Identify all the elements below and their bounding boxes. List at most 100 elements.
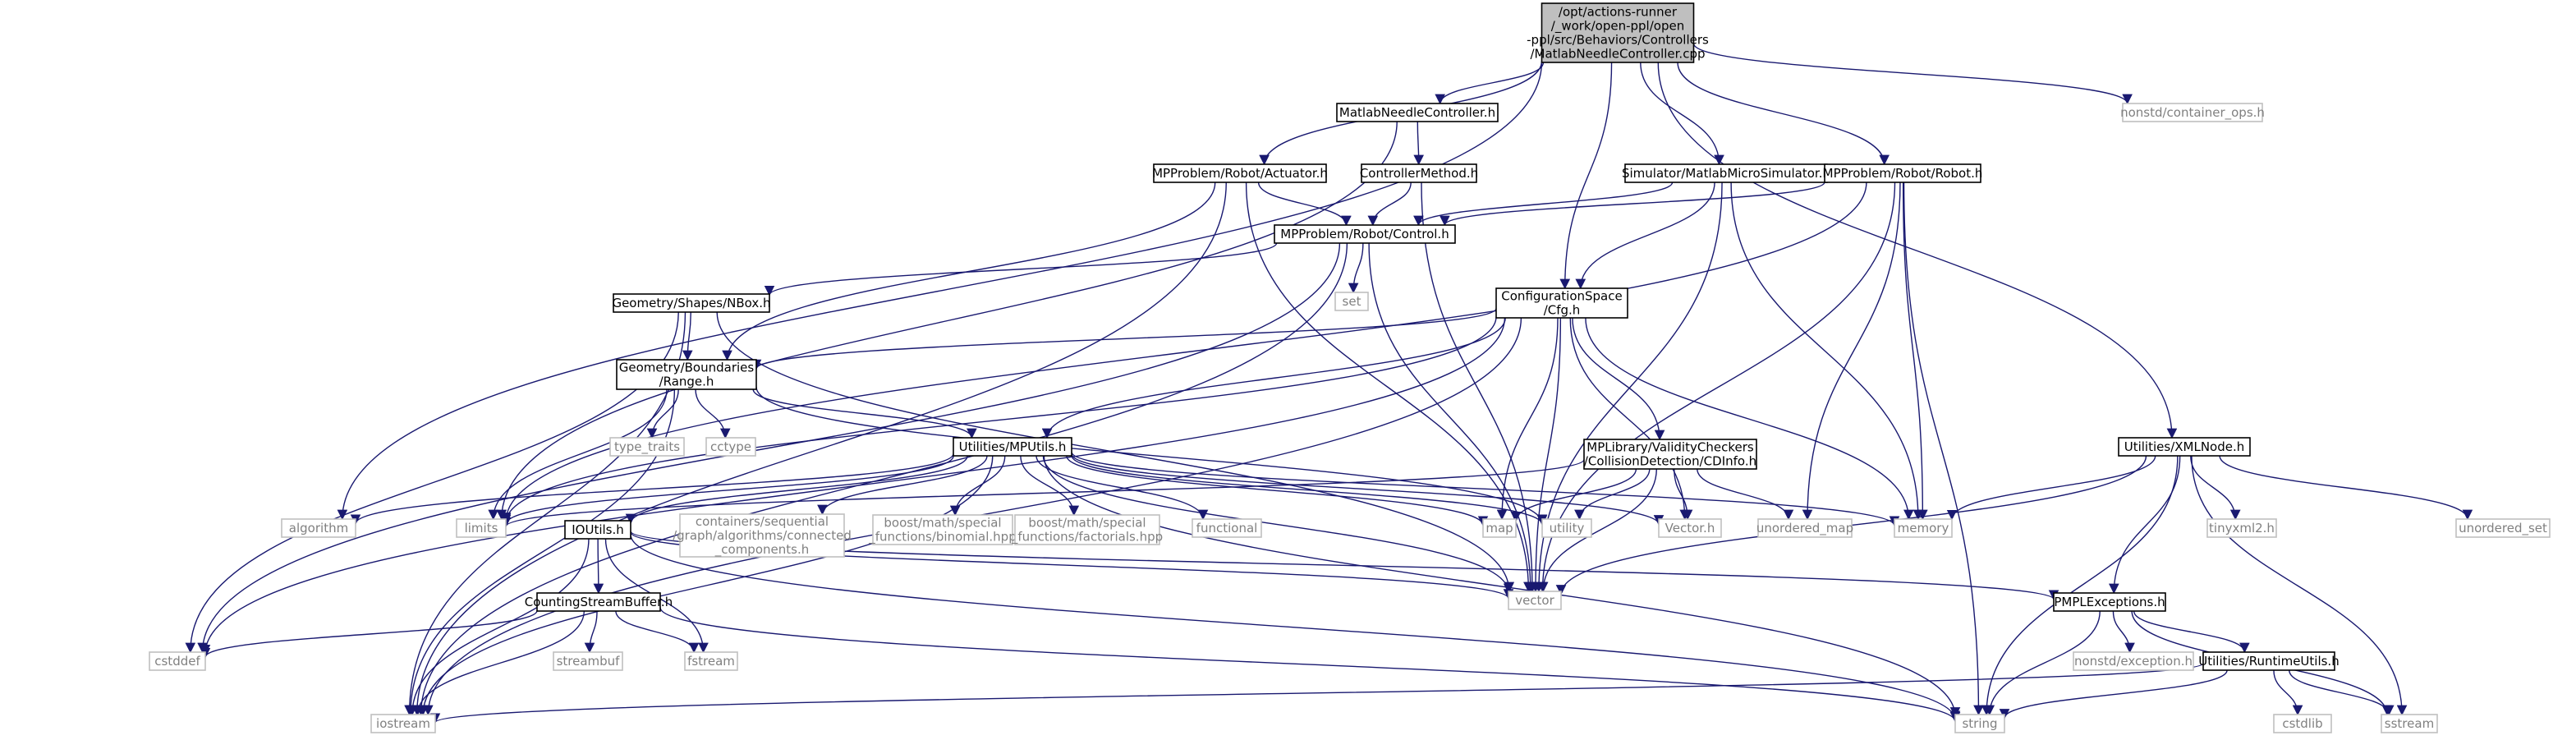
node-nonstd_exc: nonstd/exception.h (2073, 651, 2194, 671)
node-robot[interactable]: MPProblem/Robot/Robot.h (1823, 163, 1983, 183)
edge-pmplexc-to-runtimeutils (2133, 610, 2250, 654)
node-box-vector (1508, 591, 1562, 610)
edge-robot-to-vector (1537, 182, 1896, 593)
edge-csb-to-cstddef (200, 610, 538, 659)
edge-range-to-cctype (695, 388, 731, 439)
node-box-robot (1824, 163, 1981, 183)
node-box-string (1954, 714, 2005, 733)
edge-robot-to-limits (500, 182, 1867, 523)
node-cfg[interactable]: ConfigurationSpace/Cfg.h (1495, 287, 1628, 319)
node-box-nonstd_exc (2073, 651, 2194, 671)
edge-csb-to-fstream (615, 610, 700, 654)
edge-xmlnode-to-memory (1946, 455, 2156, 521)
edge-range-to-limits (488, 388, 668, 521)
edge-range-to-type_traits (646, 388, 679, 439)
node-label-limits: limits (465, 521, 498, 535)
node-label-mputils: Utilities/MPUtils.h (959, 439, 1067, 454)
edge-mputils-to-vector_h (1071, 453, 1665, 526)
edge-mnc-to-ctrlmethod (1413, 121, 1424, 166)
node-vector_h: Vector.h (1658, 518, 1722, 538)
node-box-factorials (1014, 514, 1160, 545)
node-map: map (1482, 518, 1517, 538)
node-control[interactable]: MPProblem/Robot/Control.h (1274, 224, 1456, 244)
edge-mputils-to-ioutils (625, 455, 968, 525)
node-label-fstream: fstream (687, 654, 735, 669)
node-ctrlmethod[interactable]: ControllerMethod.h (1360, 163, 1478, 183)
edge-ctrlmethod-to-vector (1421, 182, 1538, 593)
node-label-range: /Range.h (659, 375, 714, 389)
node-root[interactable]: /opt/actions-runner/_work/open-ppl/open-… (1527, 2, 1709, 63)
edge-xmlnode-to-sstream (2191, 455, 2408, 716)
node-box-mputils (953, 437, 1072, 457)
node-box-pmplexc (2053, 592, 2166, 612)
node-set: set (1334, 292, 1369, 311)
edge-ioutils-to-csb (593, 538, 604, 595)
edge-mputils-to-memory (1071, 452, 1900, 527)
node-nbox[interactable]: Geometry/Shapes/NBox.h (612, 293, 771, 313)
node-xmlnode[interactable]: Utilities/XMLNode.h (2118, 437, 2251, 457)
edge-layer (185, 43, 2473, 724)
node-box-nbox (613, 293, 770, 313)
edge-robot-to-unordered_map (1802, 182, 1901, 521)
node-actuator[interactable]: MPProblem/Robot/Actuator.h (1152, 163, 1328, 183)
node-label-iostream: iostream (376, 716, 430, 731)
edge-root-to-container_ops (1692, 43, 2133, 105)
edge-xmlnode-to-unordered_set (2219, 455, 2473, 521)
node-range[interactable]: Geometry/Boundaries/Range.h (616, 359, 757, 390)
node-string: string (1954, 714, 2005, 733)
node-label-ioutils: IOUtils.h (572, 522, 624, 537)
node-label-vector_h: Vector.h (1665, 521, 1715, 535)
edge-robot-to-string (1903, 182, 1984, 716)
node-label-vector: vector (1515, 593, 1554, 608)
edge-runtimeutils-to-iostream (430, 663, 2204, 724)
edge-control-to-cstddef (197, 242, 1341, 654)
edge-cdinfo-to-limits (501, 458, 1585, 528)
node-mnc[interactable]: MatlabNeedleController.h (1336, 103, 1499, 122)
edge-cfg-to-range (751, 307, 1497, 370)
node-label-algorithm: algorithm (289, 521, 348, 535)
edge-mnc-to-limits (496, 121, 1398, 521)
node-csb[interactable]: CountingStreamBuffer.h (525, 592, 673, 612)
node-box-connected (679, 513, 845, 558)
node-box-fstream (684, 651, 738, 671)
node-functional: functional (1192, 518, 1262, 538)
node-mputils[interactable]: Utilities/MPUtils.h (953, 437, 1072, 457)
node-algorithm: algorithm (281, 518, 356, 538)
edge-csb-to-iostream (412, 610, 585, 716)
node-limits: limits (456, 518, 507, 538)
node-sstream: sstream (2381, 714, 2438, 733)
node-label-sstream: sstream (2385, 716, 2434, 731)
node-unordered_map: unordered_map (1756, 518, 1853, 538)
edge-mputils-to-binomial (949, 455, 1006, 517)
node-streambuf: streambuf (553, 651, 623, 671)
edge-cfg-to-vector (1530, 317, 1562, 593)
node-box-range (616, 359, 757, 390)
node-memory: memory (1894, 518, 1953, 538)
node-iostream: iostream (370, 714, 436, 733)
node-cstddef: cstddef (149, 651, 206, 671)
node-box-functional (1192, 518, 1262, 538)
edge-mputils-to-string (1043, 455, 1961, 718)
node-box-set (1334, 292, 1369, 311)
node-label-connected: containers/sequential (696, 514, 829, 529)
edge-runtimeutils-to-sstream (2289, 669, 2395, 716)
node-cctype: cctype (705, 437, 756, 457)
node-ioutils[interactable]: IOUtils.h (564, 520, 631, 540)
node-utility: utility (1541, 518, 1592, 538)
node-cdinfo[interactable]: MPLibrary/ValidityCheckers/CollisionDete… (1583, 439, 1757, 470)
edge-robot-to-memory (1902, 182, 1928, 521)
node-simulator[interactable]: Simulator/MatlabMicroSimulator.h (1622, 163, 1830, 183)
node-label-root: /_work/open-ppl/open (1551, 19, 1684, 34)
edge-cfg-to-cdinfo (1572, 317, 1665, 441)
node-box-cctype (705, 437, 756, 457)
node-label-cfg: /Cfg.h (1544, 303, 1581, 318)
node-box-csb (536, 592, 661, 612)
node-runtimeutils[interactable]: Utilities/RuntimeUtils.h (2198, 651, 2340, 671)
node-pmplexc[interactable]: PMPLExceptions.h (2053, 592, 2166, 612)
node-box-container_ops (2122, 103, 2263, 122)
node-box-binomial (872, 514, 1013, 545)
node-box-unordered_map (1757, 518, 1853, 538)
node-box-limits (456, 518, 507, 538)
edge-actuator-to-range (722, 182, 1216, 361)
